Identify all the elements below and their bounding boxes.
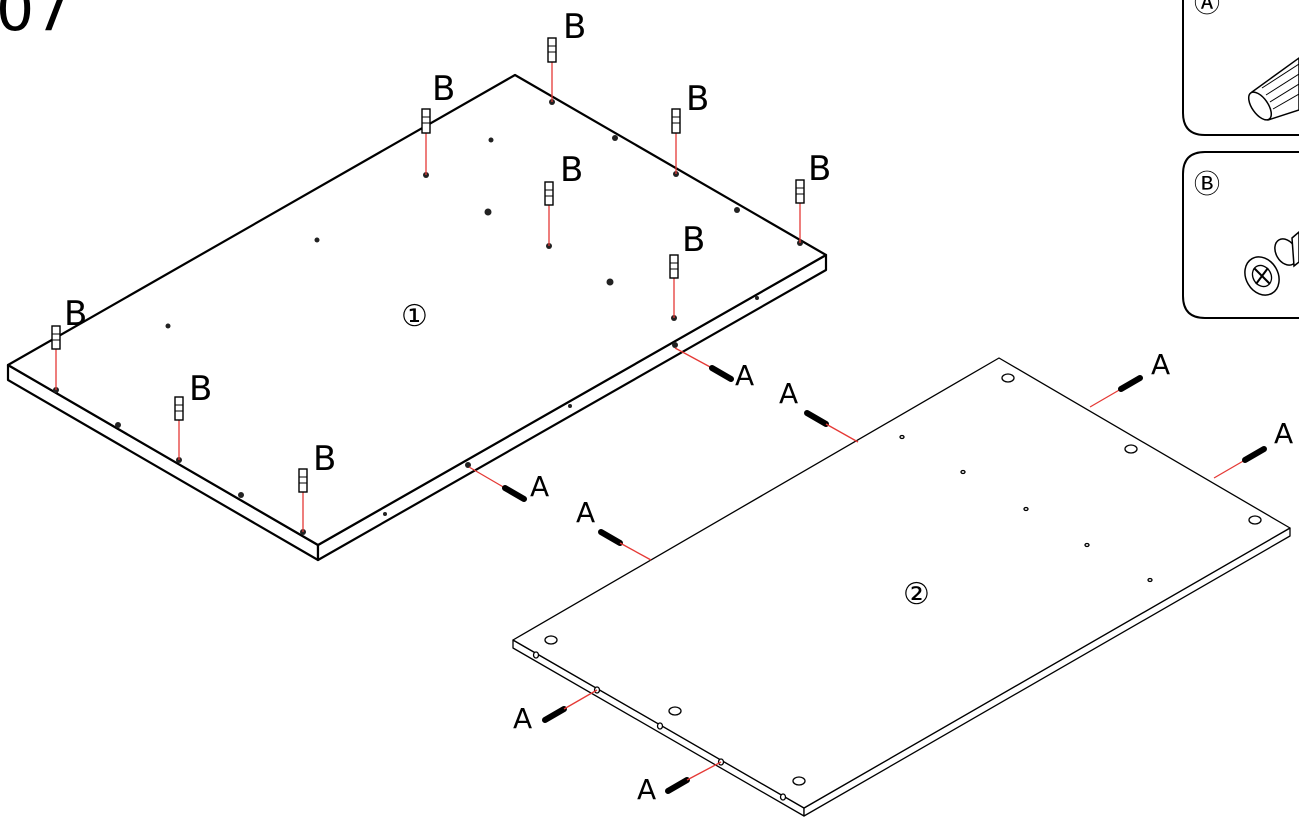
stud-b-1: B — [547, 7, 586, 102]
svg-text:B: B — [313, 439, 336, 479]
panel-1-holes — [115, 135, 759, 516]
stud-b-2: B — [421, 69, 455, 175]
dowel-a-8: A — [637, 761, 722, 806]
svg-text:B: B — [686, 79, 709, 119]
svg-text:B: B — [808, 149, 831, 189]
fitting-legend-a: Ⓐ — [1182, 0, 1299, 136]
stud-b-7: B — [51, 294, 87, 390]
stud-b-6: B — [669, 220, 705, 318]
svg-text:A: A — [576, 496, 595, 529]
svg-text:B: B — [189, 369, 212, 409]
fitting-b-callout: Ⓑ — [1194, 170, 1220, 200]
svg-text:A: A — [1274, 417, 1293, 450]
panel-2-label: ② — [903, 577, 930, 612]
svg-text:B: B — [682, 220, 705, 260]
panel-1-label: ① — [401, 299, 428, 334]
dowel-a-6: A — [1213, 417, 1293, 479]
panel-1-top-face — [6, 73, 828, 547]
svg-text:A: A — [1151, 348, 1170, 381]
fitting-a-callout: Ⓐ — [1194, 0, 1220, 19]
fitting-legend-b: Ⓑ — [1182, 151, 1299, 319]
dowel-a-7: A — [513, 689, 598, 735]
svg-text:B: B — [563, 7, 586, 47]
cam-bolt-icon — [1244, 231, 1299, 296]
stud-b-3: B — [671, 79, 709, 174]
dowel-a-5: A — [1089, 348, 1170, 408]
stud-b-8: B — [174, 369, 212, 460]
wooden-dowel-icon — [1247, 57, 1299, 121]
step-number: 07 — [0, 0, 72, 45]
panel-2-top-face — [512, 357, 1291, 809]
dowel-a-3: A — [779, 377, 859, 443]
stud-b-5: B — [795, 149, 831, 243]
panel-2: ② — [512, 357, 1291, 817]
panel-1: ① — [6, 73, 828, 562]
fitting-b-studs: B B B B B B — [51, 7, 831, 532]
svg-text:B: B — [64, 294, 87, 334]
svg-text:A: A — [779, 377, 798, 410]
dowel-a-2: A — [468, 466, 549, 503]
svg-text:B: B — [432, 69, 455, 109]
svg-text:B: B — [560, 150, 583, 190]
panel-2-holes — [532, 373, 1262, 801]
stud-b-4: B — [544, 150, 583, 246]
svg-text:A: A — [637, 773, 656, 806]
stud-b-9: B — [298, 439, 336, 532]
dowel-a-1: A — [674, 347, 754, 392]
dowel-a-4: A — [576, 496, 652, 561]
svg-text:A: A — [530, 470, 549, 503]
fitting-a-dowels: A A A A A A A — [468, 347, 1293, 806]
svg-text:A: A — [513, 702, 532, 735]
svg-text:A: A — [735, 359, 754, 392]
